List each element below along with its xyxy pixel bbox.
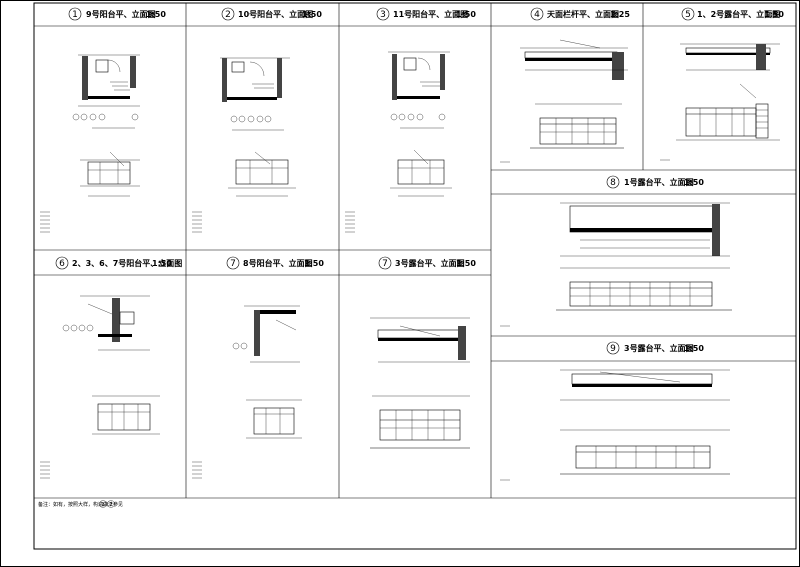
drawing-frame — [33, 2, 797, 550]
panel-scale: 1:50 — [684, 344, 704, 353]
footnote: 备注：如有，按照大样，构造做法参见 1 2 — [38, 500, 123, 508]
panel-number: 7 — [230, 259, 236, 269]
panel-title: 2、3、6、7号阳台平、立面图 — [72, 258, 182, 268]
panel-number: 4 — [534, 10, 540, 20]
panel-5-plan — [680, 43, 780, 99]
panel-title-4: 4 天面栏杆平、立面图 1:25 — [530, 7, 630, 21]
panel-title: 10号阳台平、立面图 — [238, 9, 313, 19]
panel-4-elevation — [500, 103, 624, 163]
panel-scale: 1:50 — [764, 10, 784, 19]
panel-scale: 1:50 — [684, 178, 704, 187]
panel-title: 1号露台平、立面图 — [624, 177, 694, 187]
panel-2-elevation — [192, 151, 296, 233]
panel-10-plan — [560, 369, 730, 401]
panel-title: 3号露台平、立面图 — [395, 258, 465, 268]
panel-scale: 1:50 — [152, 259, 172, 268]
panel-title: 11号阳台平、立面图 — [393, 9, 468, 19]
panel-scale: 1:50 — [302, 10, 322, 19]
panel-title-8: 7 3号露台平、立面图 1:50 — [378, 256, 476, 270]
panel-title-10: 9 3号露台平、立面图 1:50 — [606, 341, 704, 355]
panel-6-plan — [62, 295, 150, 351]
panel-8-plan — [370, 317, 470, 363]
panel-9-plan — [560, 202, 730, 257]
panel-5-elevation — [660, 103, 780, 161]
panel-number: 8 — [610, 178, 616, 188]
footnote-ref-2: 2 — [109, 502, 112, 508]
panel-title-2: 2 10号阳台平、立面图 1:50 — [221, 7, 322, 21]
panel-number: 6 — [59, 259, 65, 269]
panel-7-elevation — [192, 399, 302, 479]
panel-number: 9 — [610, 344, 616, 354]
panel-title-6: 6 2、3、6、7号阳台平、立面图 1:50 — [55, 256, 182, 270]
panel-title: 8号阳台平、立面图 — [243, 258, 313, 268]
panel-title: 1、2号露台平、立面图 — [697, 9, 780, 19]
panel-title: 天面栏杆平、立面图 — [547, 9, 619, 19]
panel-scale: 1:25 — [610, 10, 630, 19]
panel-3-plan — [388, 51, 450, 129]
panel-number: 7 — [382, 259, 388, 269]
panel-number: 3 — [380, 10, 386, 20]
panel-1-plan — [72, 54, 140, 129]
panel-grid — [34, 3, 796, 499]
panel-6-elevation — [40, 395, 160, 479]
footnote-ref-1: 1 — [101, 502, 104, 508]
panel-scale: 1:50 — [146, 10, 166, 19]
panel-title-5: 5 1、2号露台平、立面图 1:50 — [681, 7, 784, 21]
panel-title: 9号阳台平、立面图 — [86, 9, 156, 19]
panel-8-elevation — [370, 395, 470, 449]
panel-number: 2 — [225, 10, 231, 20]
panel-4-plan — [520, 39, 628, 80]
panel-1-elevation — [40, 151, 140, 233]
panel-9-elevation — [500, 267, 732, 327]
panel-title-7: 7 8号阳台平、立面图 1:50 — [226, 256, 324, 270]
panel-10-elevation — [500, 429, 730, 481]
panel-3-elevation — [345, 149, 452, 233]
panel-title-3: 3 11号阳台平、立面图 1:50 — [376, 7, 476, 21]
panel-title: 3号露台平、立面图 — [624, 343, 694, 353]
panel-7-plan — [232, 305, 300, 363]
panel-scale: 1:50 — [456, 259, 476, 268]
panel-2-plan — [220, 57, 290, 131]
panel-scale: 1:50 — [304, 259, 324, 268]
panel-title-1: 1 9号阳台平、立面图 1:50 — [68, 7, 166, 21]
panel-scale: 1:50 — [456, 10, 476, 19]
footnote-text: 备注：如有，按照大样，构造做法参见 — [38, 501, 123, 508]
panel-number: 1 — [72, 10, 78, 20]
panel-number: 5 — [685, 10, 691, 20]
panel-title-9: 8 1号露台平、立面图 1:50 — [606, 175, 704, 189]
